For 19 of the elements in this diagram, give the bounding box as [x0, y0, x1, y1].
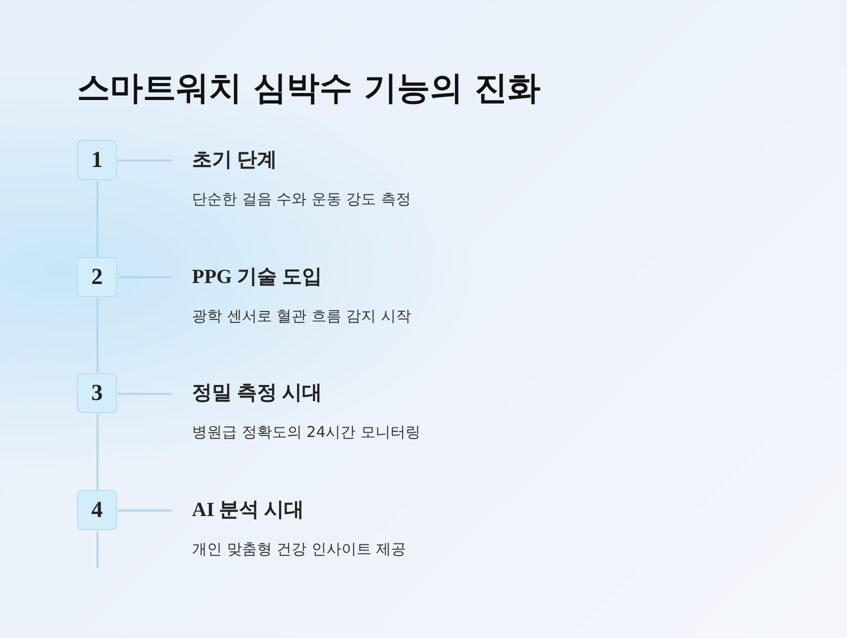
- step-description: 단순한 걸음 수와 운동 강도 측정: [192, 189, 412, 209]
- step-description: 개인 맞춤형 건강 인사이트 제공: [192, 539, 408, 560]
- step-number-box: 4: [77, 490, 117, 530]
- connector-line: [118, 392, 172, 395]
- step-heading: 정밀 측정 시대: [192, 381, 323, 406]
- step-heading: AI 분석 시대: [192, 498, 306, 524]
- connector-line: [96, 298, 98, 374]
- connector-line: [118, 510, 172, 512]
- step-description: 광학 센서로 혈관 흐름 감지 시작: [192, 306, 412, 326]
- step-number-box: 2: [77, 256, 117, 297]
- connector-line: [96, 414, 98, 490]
- connector-line: [118, 160, 172, 162]
- connector-line: [96, 531, 98, 568]
- step-description: 병원급 정확도의 24시간 모니터링: [192, 422, 422, 442]
- step-number-box: 1: [77, 140, 117, 180]
- step-heading: PPG 기술 도입: [192, 264, 323, 290]
- step-number-box: 3: [77, 373, 117, 414]
- step-heading: 초기 단계: [192, 148, 278, 173]
- diagram-title: 스마트워치 심박수 기능의 진화: [77, 67, 540, 109]
